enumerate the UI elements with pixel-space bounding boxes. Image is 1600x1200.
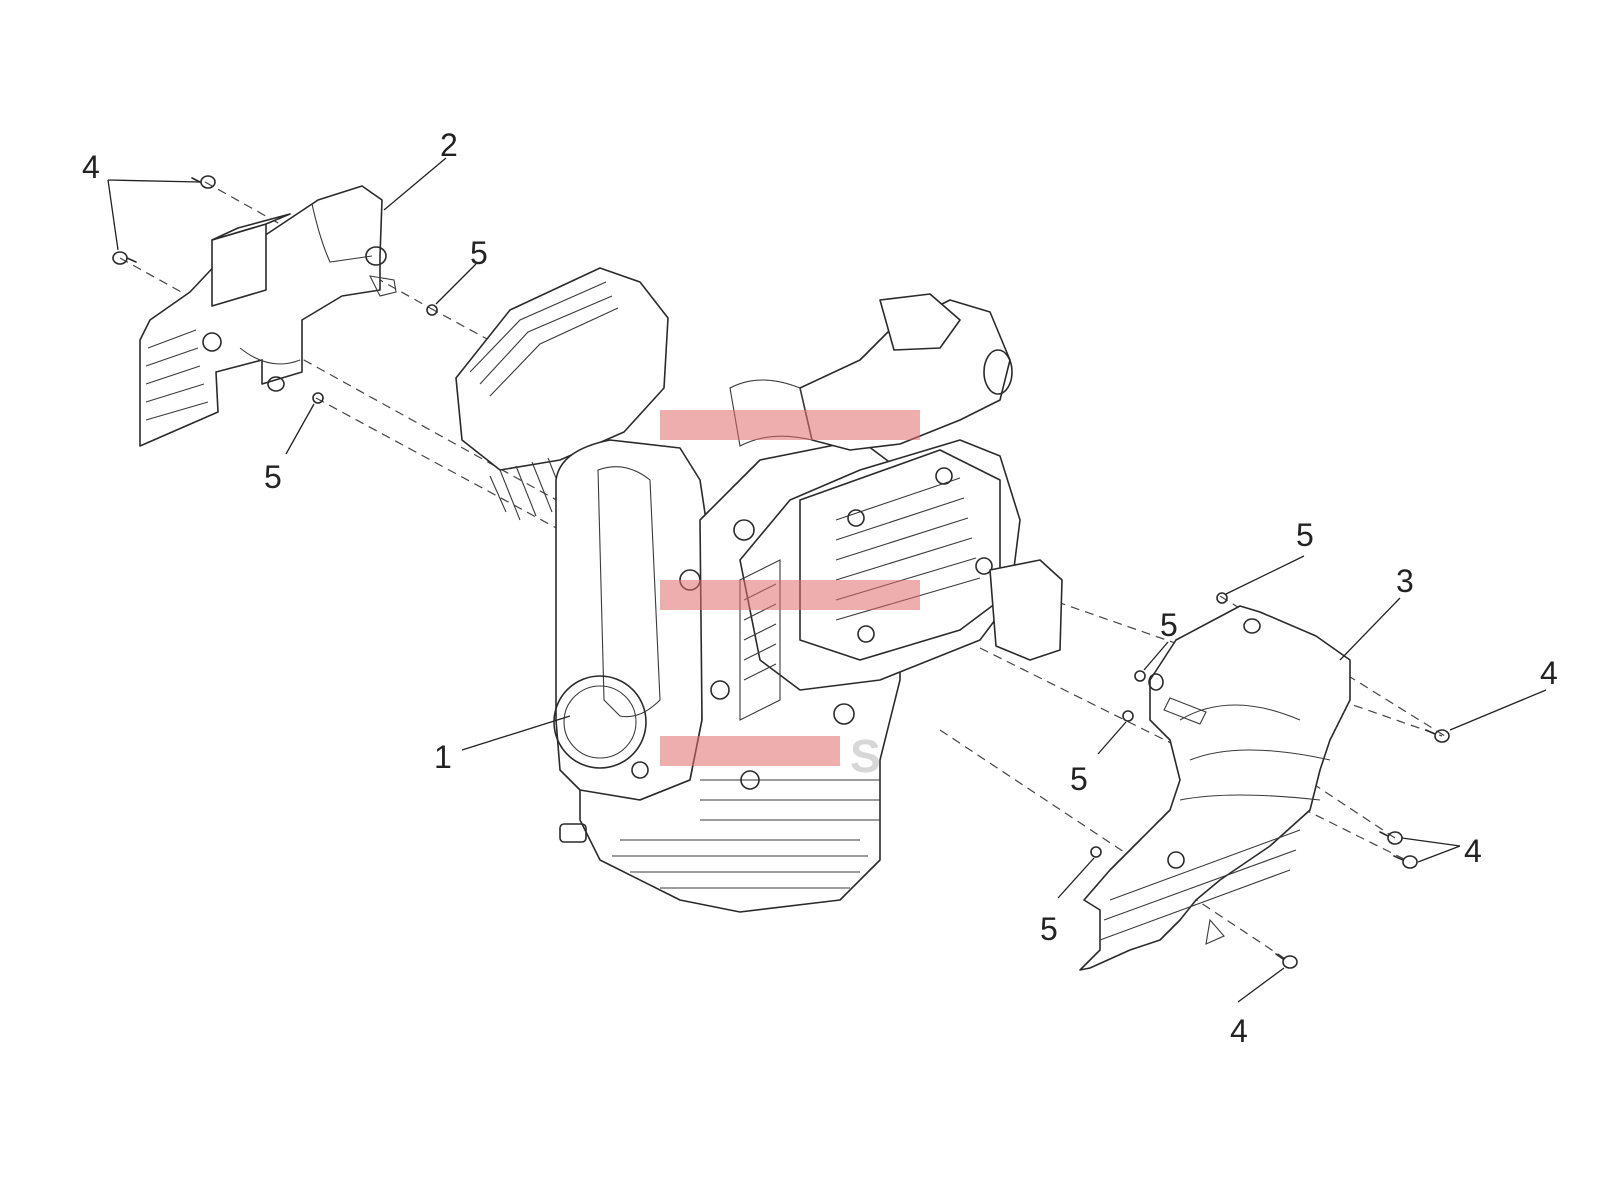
leader-lines: [107, 157, 1547, 1003]
callout-5: 5: [1160, 607, 1178, 643]
left-heat-shield: [139, 185, 397, 447]
callout-4: 4: [1540, 655, 1558, 691]
right-heat-shield: [1079, 605, 1351, 971]
callout-2: 2: [440, 127, 458, 163]
screw-icon: [1425, 729, 1450, 743]
grommet-icon: [1134, 670, 1146, 682]
screw-icon: [112, 251, 137, 265]
callout-4: 4: [82, 149, 100, 185]
screw-icon: [1275, 953, 1298, 969]
grommet-icon: [426, 304, 438, 316]
grommet-icon: [1122, 710, 1134, 722]
callout-5: 5: [1040, 911, 1058, 947]
callout-4: 4: [1464, 833, 1482, 869]
engine: [455, 267, 1063, 913]
callouts: 4 2 5 5 1 5 3 5 4 5 4 5 4: [82, 127, 1558, 1049]
callout-5: 5: [1070, 761, 1088, 797]
screw-icon: [1393, 855, 1418, 869]
callout-1: 1: [434, 739, 452, 775]
fasteners: [112, 175, 1450, 969]
callout-4: 4: [1230, 1013, 1248, 1049]
watermark: S: [660, 410, 920, 782]
grommet-icon: [312, 392, 324, 404]
callout-5: 5: [470, 235, 488, 271]
grommet-icon: [1216, 592, 1228, 604]
callout-5: 5: [264, 459, 282, 495]
watermark-text: S: [850, 730, 881, 782]
callout-5: 5: [1296, 517, 1314, 553]
grommet-icon: [1090, 846, 1102, 858]
screw-icon: [1379, 831, 1403, 845]
callout-3: 3: [1396, 563, 1414, 599]
